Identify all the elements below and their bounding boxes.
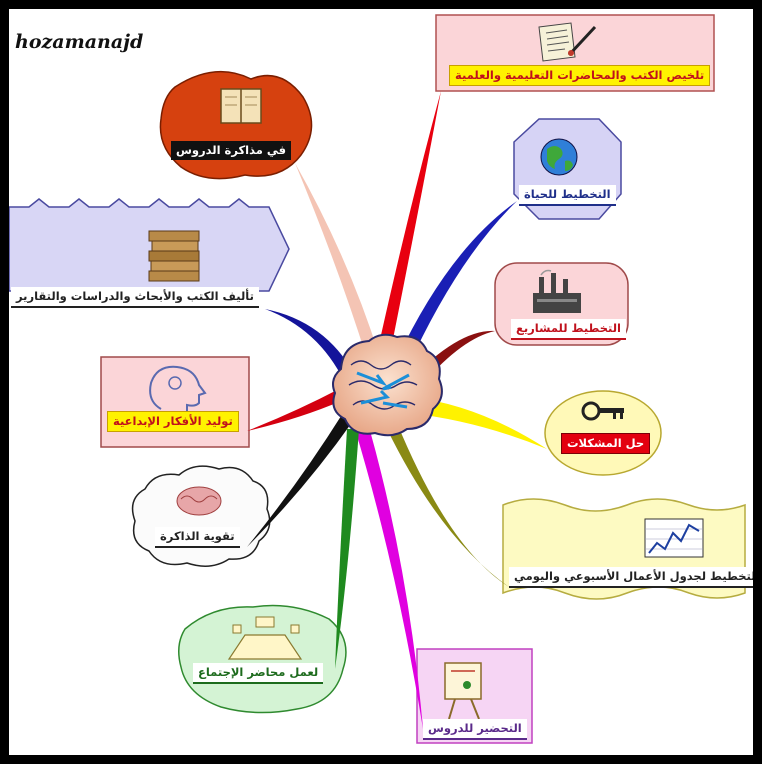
branch-life-planning [397,201,517,369]
node-studying [159,70,313,180]
easel-icon [444,662,482,720]
label-project-planning: التخطيط للمشاريع [511,319,626,340]
branch-meeting [335,429,359,669]
stack-of-books-icon [148,230,200,282]
branch-studying [295,163,379,359]
branch-schedule [387,423,509,587]
label-studying: في مذاكرة الدروس [171,141,292,160]
label-problem-solving: حل المشكلات [561,433,651,454]
branch-creative [247,389,341,431]
document-pen-icon [538,22,597,62]
central-brain-icon [332,333,443,437]
branch-summarize [377,91,441,359]
label-lesson-prep: التحضير للدروس [423,719,527,740]
line-chart-icon [644,518,704,558]
open-book-icon [220,88,262,124]
label-meeting-minutes: لعمل محاضر الإجتماع [193,663,324,684]
brain-icon [176,486,222,516]
branch-memory [247,413,353,547]
label-authoring: تأليف الكتب والأبحاث والدراسات والتقارير [11,287,259,308]
label-creative-ideas: توليد الأفكار الإبداعية [107,411,239,432]
factory-icon [533,269,581,313]
branch-problem-solving [409,397,547,449]
watermark-text: hozamanajd [15,31,144,53]
conference-table-icon [227,616,303,660]
label-summarize-books: تلخيص الكتب والمحاضرات التعليمية والعلمي… [449,65,711,86]
mind-map-diagram [9,14,746,744]
branches [247,91,547,729]
label-schedule-planning: التخطيط لجدول الأعمال الأسبوعي واليومي [509,567,753,588]
node-creative-ideas [100,356,250,448]
mind-map-canvas: hozamanajd تلخيص الكتب والمحاضرات التعلي… [9,9,753,755]
node-meeting-minutes [178,604,347,714]
head-lightbulb-icon [149,365,207,413]
node-memory [131,465,271,567]
label-life-planning: التخطيط للحياة [519,185,616,206]
label-memory: تقوية الذاكرة [155,527,240,548]
globe-icon [540,138,578,176]
key-icon [581,401,624,421]
node-authoring [9,198,290,300]
